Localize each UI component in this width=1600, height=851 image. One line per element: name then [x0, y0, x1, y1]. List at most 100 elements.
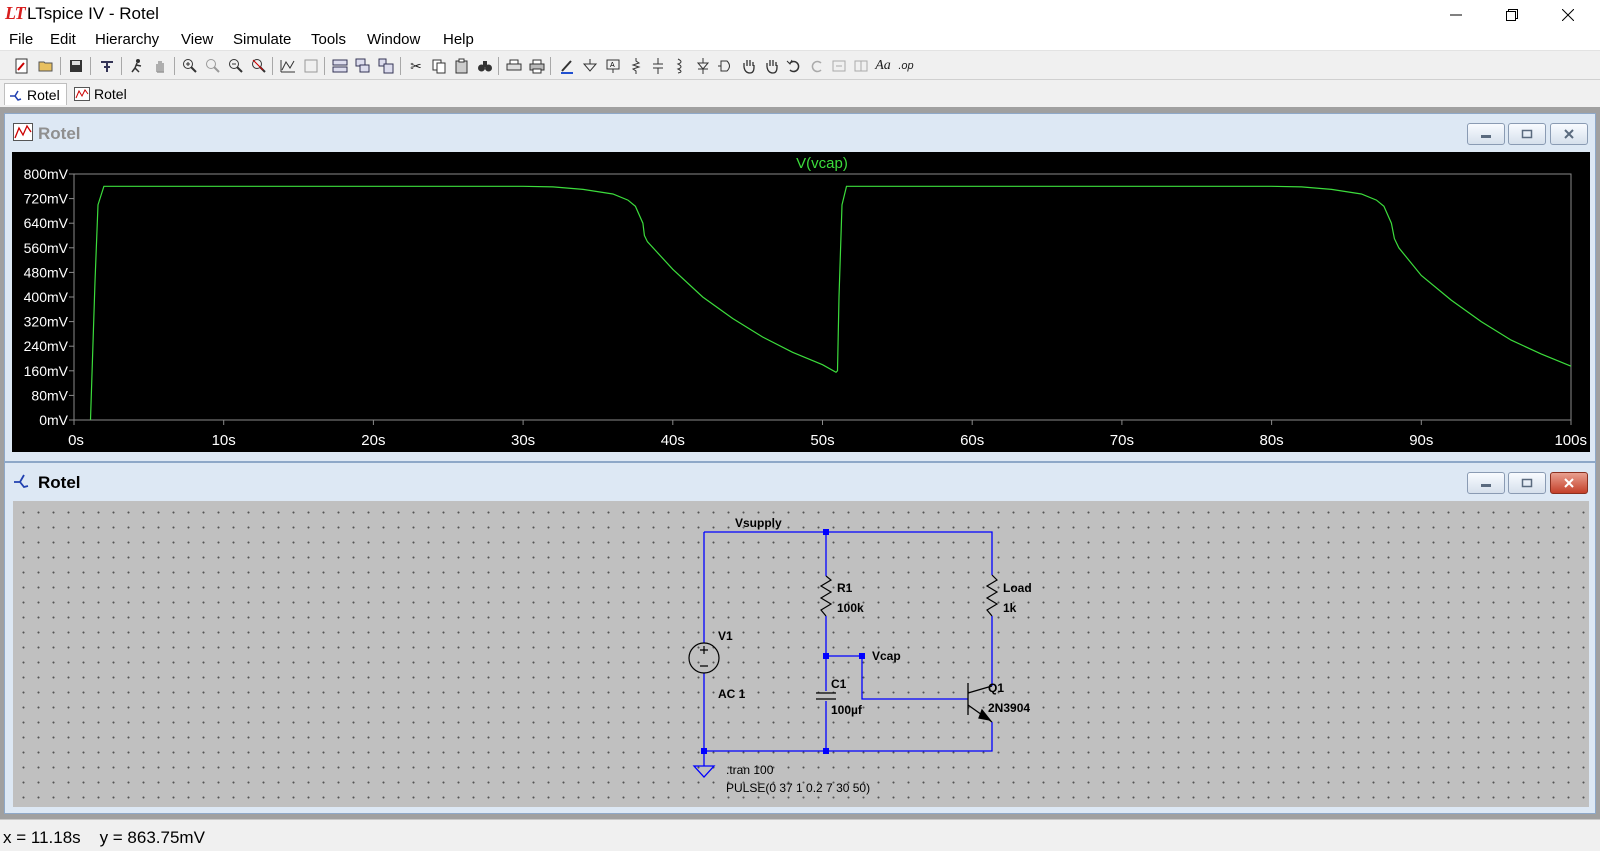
inductor-icon[interactable]	[670, 56, 690, 76]
schematic-window: Rotel	[4, 462, 1596, 814]
trace-label[interactable]: V(vcap)	[796, 155, 848, 172]
schematic-window-titlebar[interactable]: Rotel	[5, 463, 1595, 499]
open-folder-icon[interactable]	[36, 56, 56, 76]
tab-label: Rotel	[27, 86, 60, 103]
cascade-icon[interactable]	[353, 56, 373, 76]
load-value[interactable]: 1k	[1003, 601, 1017, 615]
q1-value[interactable]: 2N3904	[988, 701, 1030, 715]
toolbar-separator	[324, 57, 325, 75]
toolbar-separator	[60, 57, 61, 75]
toolbar-separator	[400, 57, 401, 75]
toolbar-separator	[272, 57, 273, 75]
tile-horizontal-icon[interactable]	[330, 56, 350, 76]
ground-icon[interactable]	[580, 56, 600, 76]
waveform-plot[interactable]: V(vcap) 0mV80mV160mV240mV320mV400mV480mV…	[12, 152, 1590, 452]
control-panel-icon[interactable]	[97, 56, 117, 76]
label-net-icon[interactable]: A	[603, 56, 623, 76]
vcap-trace	[89, 185, 1572, 421]
tile-windows-icon[interactable]	[376, 56, 396, 76]
tab-rotel-waveform[interactable]: Rotel	[70, 83, 133, 105]
draw-wire-icon[interactable]	[557, 56, 577, 76]
waveform-window-titlebar[interactable]: Rotel	[5, 114, 1595, 150]
menu-window[interactable]: Window	[367, 31, 421, 48]
menu-tools[interactable]: Tools	[311, 31, 347, 48]
transistor-q1[interactable]	[967, 683, 993, 723]
close-icon	[1562, 8, 1574, 21]
rotate-icon[interactable]	[829, 56, 849, 76]
paste-icon[interactable]	[452, 56, 472, 76]
wires	[703, 531, 993, 766]
zoom-fit-icon[interactable]	[249, 56, 269, 76]
spice-directive-icon[interactable]: .op	[898, 60, 914, 72]
close-icon	[1564, 129, 1574, 139]
x-tick-label: 30s	[511, 432, 535, 449]
text-icon[interactable]: Aa	[875, 58, 891, 73]
tran-directive[interactable]: .tran 100	[726, 763, 774, 777]
diode-icon[interactable]	[693, 56, 713, 76]
resistor-load[interactable]	[985, 574, 999, 617]
ground-symbol[interactable]	[692, 765, 716, 778]
schematic-labels: Vsupply Vcap R1 100k Load 1k V1 AC 1 C1 …	[718, 516, 1032, 795]
y-tick-label: 320mV	[24, 314, 69, 330]
minimize-icon	[1481, 135, 1491, 138]
maximize-icon	[1521, 129, 1533, 139]
mirror-icon[interactable]	[851, 56, 871, 76]
c1-value[interactable]: 100µf	[831, 703, 863, 717]
y-tick-label: 720mV	[24, 191, 69, 207]
v1-name: V1	[718, 629, 733, 643]
menu-file[interactable]: File	[9, 31, 34, 48]
save-icon[interactable]	[66, 56, 86, 76]
waveform-window-title: Rotel	[38, 124, 81, 143]
r1-value[interactable]: 100k	[837, 601, 864, 615]
drag-icon[interactable]	[762, 56, 782, 76]
plot-settings-icon[interactable]	[301, 56, 321, 76]
close-icon	[1564, 478, 1574, 488]
pan-icon[interactable]	[203, 56, 223, 76]
x-tick-label: 50s	[810, 432, 834, 449]
waveform-maximize-button[interactable]	[1508, 123, 1546, 145]
schematic-close-button[interactable]	[1550, 472, 1588, 494]
schematic-canvas[interactable]: Vsupply Vcap R1 100k Load 1k V1 AC 1 C1 …	[13, 501, 1589, 807]
v1-value[interactable]: AC 1	[718, 687, 746, 701]
y-tick-label: 240mV	[24, 338, 69, 354]
move-icon[interactable]	[739, 56, 759, 76]
close-button[interactable]	[1542, 0, 1594, 29]
net-label-vsupply[interactable]: Vsupply	[735, 516, 782, 530]
menu-simulate[interactable]: Simulate	[233, 31, 292, 48]
minimize-button[interactable]	[1430, 0, 1482, 29]
print-icon[interactable]	[527, 56, 547, 76]
waveform-minimize-button[interactable]	[1467, 123, 1505, 145]
pulse-directive[interactable]: PULSE(0 37 1 0.2 7 30 50)	[726, 781, 870, 795]
net-label-vcap[interactable]: Vcap	[872, 649, 901, 663]
menu-hierarchy[interactable]: Hierarchy	[95, 31, 160, 48]
schematic-maximize-button[interactable]	[1508, 472, 1546, 494]
zoom-out-icon[interactable]	[226, 56, 246, 76]
y-tick-label: 560mV	[24, 240, 69, 256]
menu-view[interactable]: View	[181, 31, 214, 48]
zoom-in-icon[interactable]	[180, 56, 200, 76]
voltage-source-v1[interactable]	[688, 642, 720, 674]
capacitor-icon[interactable]	[648, 56, 668, 76]
find-icon[interactable]	[475, 56, 495, 76]
tab-rotel-schematic[interactable]: Rotel	[4, 83, 67, 105]
resistor-icon[interactable]	[626, 56, 646, 76]
menu-edit[interactable]: Edit	[50, 31, 76, 48]
y-tick-label: 400mV	[24, 289, 69, 305]
capacitor-c1[interactable]	[816, 692, 836, 700]
restore-button[interactable]	[1486, 0, 1538, 29]
copy-icon[interactable]	[429, 56, 449, 76]
redo-icon[interactable]	[807, 56, 827, 76]
component-icon[interactable]	[716, 56, 736, 76]
halt-icon[interactable]	[150, 56, 170, 76]
undo-icon[interactable]	[784, 56, 804, 76]
schematic-minimize-button[interactable]	[1467, 472, 1505, 494]
print-setup-icon[interactable]	[504, 56, 524, 76]
menu-help[interactable]: Help	[443, 31, 474, 48]
resistor-r1[interactable]	[819, 575, 833, 617]
run-icon[interactable]	[127, 56, 147, 76]
new-schematic-icon[interactable]	[12, 56, 32, 76]
autorange-icon[interactable]	[278, 56, 298, 76]
cut-icon[interactable]: ✂	[410, 57, 422, 74]
waveform-close-button[interactable]	[1550, 123, 1588, 145]
